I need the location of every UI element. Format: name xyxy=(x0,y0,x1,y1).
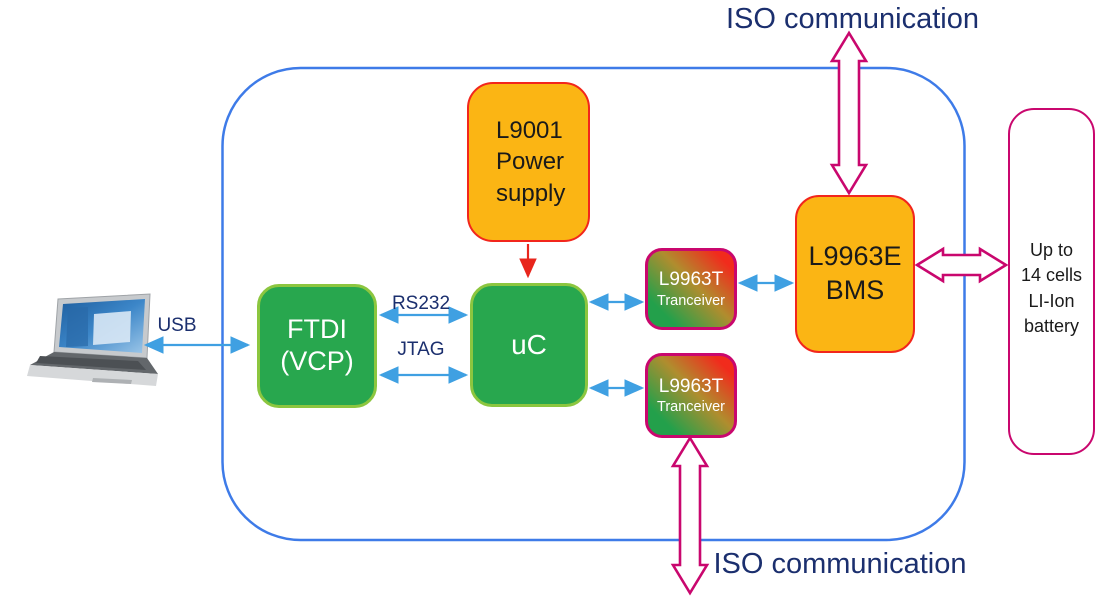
iso-communication-top-label: ISO communication xyxy=(725,3,980,35)
battery-label-line2: 14 cells xyxy=(1020,265,1083,286)
l9963t-transceiver-top-block: L9963T Tranceiver xyxy=(645,248,737,330)
laptop-image xyxy=(27,293,158,386)
ftdi-label-line2: (VCP) xyxy=(280,346,354,376)
bms-label-line2: BMS xyxy=(825,275,885,305)
transceiver-top-label-line2: Tranceiver xyxy=(657,292,725,309)
l9963t-transceiver-bottom-block: L9963T Tranceiver xyxy=(645,353,737,438)
l9001-power-supply-block: L9001 Power supply xyxy=(467,82,590,242)
transceiver-bottom-label-line1: L9963T xyxy=(658,375,724,397)
transceiver-top-label-line1: L9963T xyxy=(658,269,724,291)
ftdi-label-line1: FTDI xyxy=(287,314,347,345)
power-label-line2: Power xyxy=(496,148,565,176)
iso-top-arrow xyxy=(829,30,869,196)
bms-label-line1: L9963E xyxy=(808,241,902,272)
bms-to-battery-arrow xyxy=(914,246,1009,284)
rs232-label: RS232 xyxy=(391,293,451,314)
microcontroller-block: uC xyxy=(470,283,588,407)
iso-communication-bottom-label: ISO communication xyxy=(713,548,967,580)
battery-label-line4: battery xyxy=(1023,315,1080,336)
ftdi-vcp-block: FTDI (VCP) xyxy=(257,284,377,408)
power-label-line1: L9001 xyxy=(496,117,563,145)
battery-label-line1: Up to xyxy=(1029,240,1074,261)
jtag-label: JTAG xyxy=(397,339,445,360)
l9963e-bms-block: L9963E BMS xyxy=(795,195,915,353)
uc-label: uC xyxy=(511,329,547,361)
usb-label: USB xyxy=(157,315,197,336)
power-label-line3: supply xyxy=(496,179,566,207)
battery-label-line3: LI-Ion xyxy=(1028,290,1075,311)
li-ion-battery-block: Up to 14 cells LI-Ion battery xyxy=(1008,108,1095,455)
transceiver-bottom-label-line2: Tranceiver xyxy=(657,399,725,416)
